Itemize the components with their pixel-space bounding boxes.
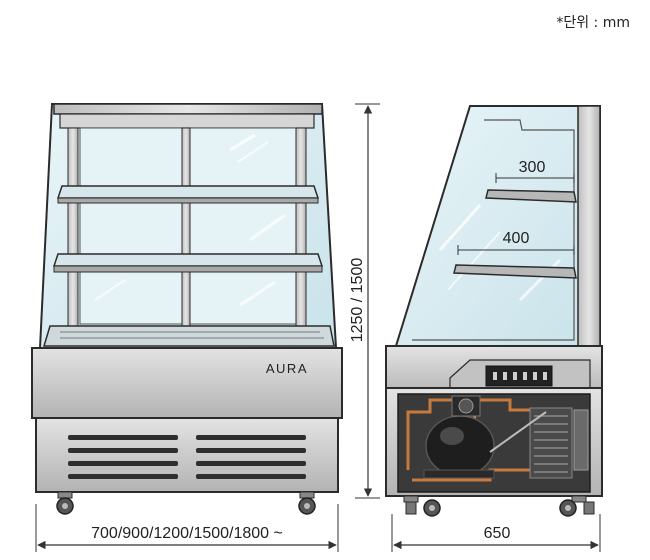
front-vent-grille [68, 435, 306, 479]
height-label: 1250 / 1500 [349, 258, 366, 343]
front-caster-left [56, 491, 74, 515]
compressor-unit [397, 393, 591, 493]
front-view: AURA [31, 103, 380, 552]
front-caster-right [298, 491, 316, 515]
side-caster-left [403, 495, 441, 517]
width-label: 700/900/1200/1500/1800 ~ [91, 525, 283, 542]
depth-dimension: 650 [391, 514, 601, 552]
front-steel-base: AURA [31, 347, 343, 515]
side-shelf-lower: 400 [453, 230, 577, 279]
brand-label: AURA [266, 361, 308, 376]
side-shelf-upper: 300 [485, 159, 577, 203]
side-glass-cabinet [394, 105, 601, 347]
height-dimension: 1250 / 1500 [349, 103, 380, 499]
shelf-depth-label-upper: 300 [519, 159, 546, 176]
front-shelf-upper [56, 185, 320, 204]
shelf-depth-label-lower: 400 [503, 230, 530, 247]
width-dimension: 700/900/1200/1500/1800 ~ [35, 504, 339, 552]
front-shelf-lower [52, 253, 324, 273]
front-glass-cabinet [38, 103, 338, 349]
side-caster-right [559, 495, 595, 517]
unit-note: *단위 : mm [556, 15, 630, 31]
depth-label: 650 [484, 525, 511, 542]
side-view: 300 400 [385, 105, 603, 552]
